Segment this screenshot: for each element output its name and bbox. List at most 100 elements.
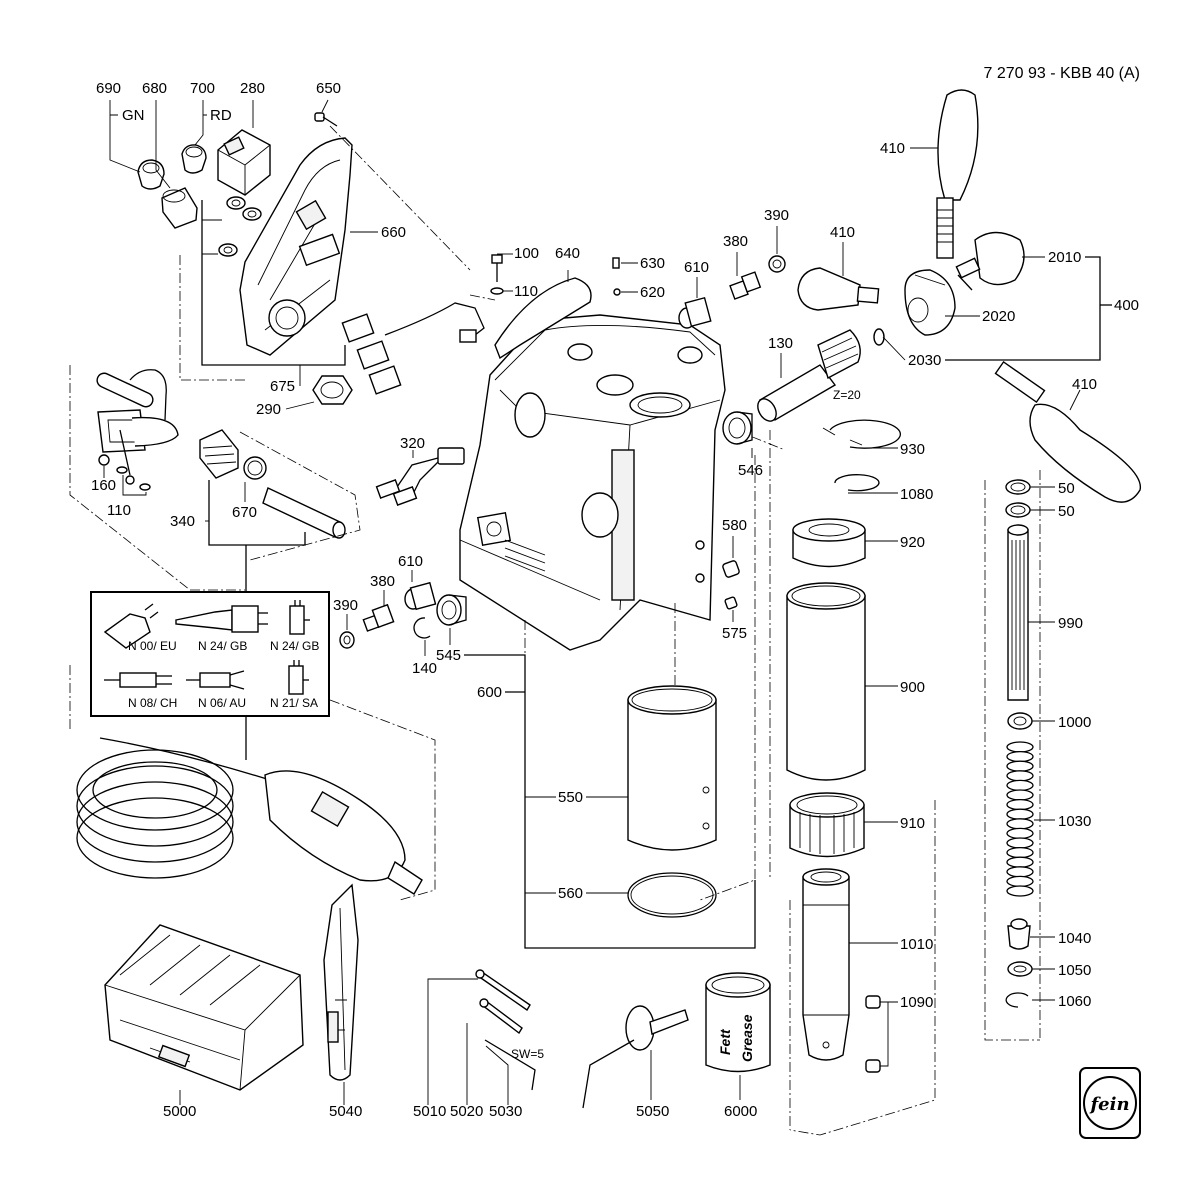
label-1050: 1050: [1058, 962, 1091, 979]
label-50-a: 50: [1058, 480, 1075, 497]
spring-coil: [1006, 846, 1034, 859]
bearing-bush-545: [436, 594, 467, 626]
grease-label-de: Fett: [717, 1028, 733, 1055]
cap-390-a: [768, 255, 786, 273]
spring-coil: [1006, 885, 1034, 897]
spring-coil: [1006, 750, 1034, 763]
cap-390-b: [339, 631, 355, 649]
label-640: 640: [555, 245, 580, 262]
setscrew-630: [612, 257, 620, 269]
screw-650: [314, 112, 338, 127]
label-550: 550: [558, 789, 583, 806]
lever-handle-410-b: [936, 89, 979, 259]
fein-logo: fein: [1079, 1067, 1141, 1139]
spring-coil: [1006, 866, 1034, 878]
motor-housing: [459, 314, 726, 651]
plug-380-a: [729, 271, 762, 300]
indicator-lamp-690: [137, 159, 165, 190]
magnet-core-550: [627, 685, 717, 851]
grease-tube-6000: Fett Grease: [705, 972, 771, 1073]
label-280: 280: [240, 80, 265, 97]
cable-clamp-assembly: [96, 369, 179, 485]
label-160: 160: [91, 477, 116, 494]
label-1010: 1010: [900, 936, 933, 953]
screw-100: [490, 254, 504, 295]
label-1030: 1030: [1058, 813, 1091, 830]
spring-coil: [1006, 770, 1034, 782]
label-660: 660: [381, 224, 406, 241]
spring-coil: [1006, 856, 1034, 868]
label-290: 290: [256, 401, 281, 418]
label-1000: 1000: [1058, 714, 1091, 731]
label-990: 990: [1058, 615, 1083, 632]
label-600: 600: [477, 684, 502, 701]
grease-label-en: Grease: [739, 1014, 755, 1062]
ring-50-b: [1005, 502, 1031, 518]
indicator-lamp-700: [181, 144, 207, 174]
grubscrew-1090-a: [865, 995, 881, 1009]
color-code-gn: GN: [122, 107, 145, 124]
power-cable-coil: [76, 737, 423, 895]
spring-coil: [1006, 760, 1034, 772]
label-900: 900: [900, 679, 925, 696]
plug-label-sa: N 21/ SA: [270, 696, 318, 710]
circlip-1060: [1005, 992, 1029, 1008]
label-130: 130: [768, 335, 793, 352]
plug-icon-sa: [288, 660, 309, 695]
spring-coil: [1006, 837, 1034, 849]
cable-gland-340: [199, 429, 239, 479]
washer-1000: [1007, 712, 1033, 730]
switch-housing-cover: [239, 137, 353, 356]
label-610-b: 610: [398, 553, 423, 570]
label-575: 575: [722, 625, 747, 642]
label-2020: 2020: [982, 308, 1015, 325]
knob-410-a: [797, 267, 880, 311]
stop-1040: [1007, 918, 1031, 950]
label-110-a: 110: [107, 502, 131, 519]
screwdriver-bits: [475, 969, 536, 1091]
label-1040: 1040: [1058, 930, 1091, 947]
spring-2030: [873, 328, 885, 346]
thermo-switch-610-b: [404, 581, 437, 611]
hub-2020: [904, 269, 956, 336]
plug-380-b: [362, 603, 395, 632]
label-400: 400: [1114, 297, 1139, 314]
plug-icon-au: [186, 670, 245, 690]
oring-560: [627, 872, 717, 918]
bearing-920: [792, 518, 866, 568]
spline-shaft-990: [1007, 524, 1029, 701]
label-100: 100: [514, 245, 539, 262]
plug-label-ch: N 08/ CH: [128, 696, 177, 710]
grubscrew-580: [722, 560, 740, 578]
plug-icon-ch: [104, 672, 172, 688]
label-680: 680: [142, 80, 167, 97]
sleeve-900: [786, 582, 866, 781]
label-410-c: 410: [1072, 376, 1097, 393]
label-1090: 1090: [900, 994, 933, 1011]
plug-label-gb-1: N 24/ GB: [198, 639, 247, 653]
label-410-b: 410: [880, 140, 905, 157]
document-code: 7 270 93 - KBB 40 (A): [983, 65, 1140, 82]
circlip-140: [413, 617, 431, 639]
spring-coil: [1006, 779, 1034, 792]
label-5050: 5050: [636, 1103, 669, 1120]
plug-icon-eu: [103, 603, 159, 649]
label-5010: 5010: [413, 1103, 446, 1120]
ejector-pin-5050: [582, 1005, 689, 1109]
logo-wordmark: fein: [1088, 1094, 1129, 1115]
plug-variants-box: [90, 591, 330, 717]
label-545: 545: [436, 647, 461, 664]
switch-harness: [341, 302, 485, 395]
spring-coil: [1006, 818, 1034, 830]
key-size-label: SW=5: [511, 1047, 544, 1061]
nut-290: [312, 375, 353, 405]
label-50-b: 50: [1058, 503, 1075, 520]
grubscrew-1090-b: [865, 1059, 881, 1073]
ring-50-a: [1005, 479, 1031, 495]
spring-coil: [1006, 798, 1034, 811]
cover-640: [494, 277, 592, 360]
spring-coil: [1006, 827, 1034, 840]
plug-icon-gb-2: [289, 600, 310, 635]
lamp-sleeve-680: [161, 187, 198, 229]
